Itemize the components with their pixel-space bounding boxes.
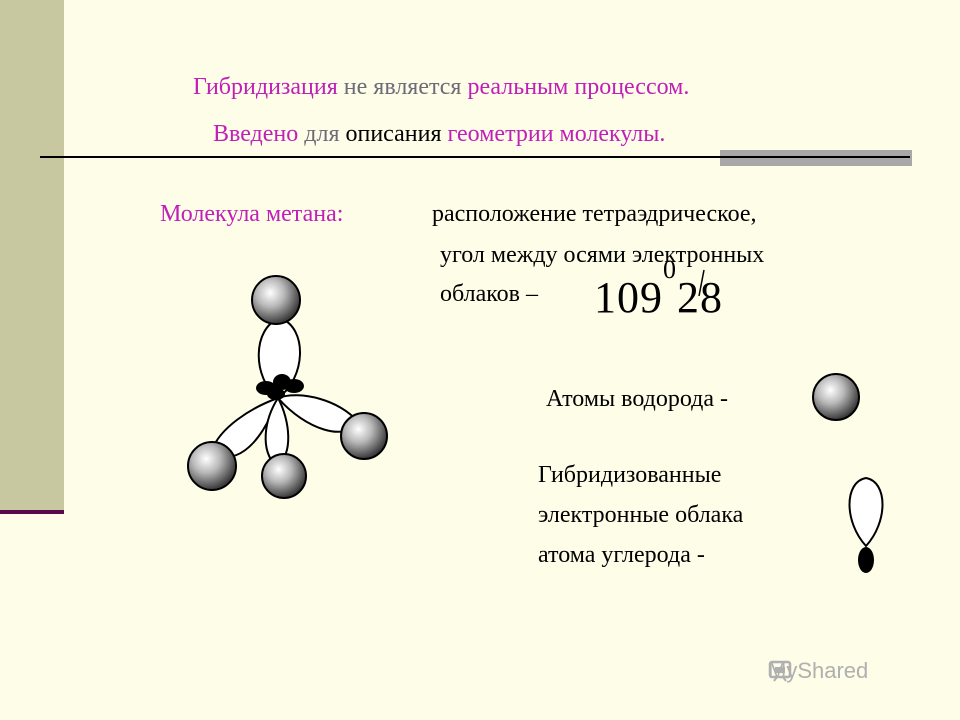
hydrogen-legend-icon (812, 373, 860, 421)
arrangement-text: расположение тетраэдрическое, (432, 201, 757, 227)
watermark: MyShared (768, 658, 868, 684)
hybrid-legend-line-1: Гибридизованные (538, 462, 722, 488)
angle-text-line-2: облаков – (440, 281, 539, 307)
title-divider (40, 156, 910, 158)
bond-angle-minute-mark (698, 269, 705, 297)
title-line-1: Гибридизация не является реальным процес… (193, 74, 689, 100)
hydrogen-atom-left (187, 441, 237, 491)
title-word-molecule-geometry: геометрии молекулы. (447, 121, 666, 147)
carbon-lobe-4 (267, 388, 285, 400)
title-word-real-process: реальным процессом. (467, 74, 690, 100)
title-line-2: Введено для описания геометрии молекулы. (213, 121, 665, 147)
hybrid-legend-line-2: электронные облака (538, 502, 744, 528)
title-rule-shadow (720, 150, 912, 166)
title-word-description: описания (345, 121, 442, 147)
methane-molecule-diagram (187, 275, 388, 499)
bond-angle-value: 109028 (594, 255, 723, 323)
hybrid-legend-line-3: атома углерода - (538, 542, 705, 568)
title-word-for: для (304, 121, 340, 147)
title-word-introduced: Введено (213, 121, 299, 147)
title-word-hybridization: Гибридизация (193, 74, 338, 100)
hybrid-orbital-legend-icon (848, 476, 884, 573)
hydrogen-atom-right (340, 412, 388, 460)
angle-text-line-1: угол между осями электронных (440, 242, 765, 268)
sidebar-decoration (0, 0, 64, 512)
methane-label: Молекула метана: (160, 201, 344, 227)
hydrogen-atom-top (251, 275, 301, 325)
myshared-logo-icon (768, 660, 792, 682)
bond-angle-minutes: 28 (677, 273, 723, 322)
title-word-not-is: не является (343, 74, 462, 100)
bond-angle-degrees: 109 (594, 273, 663, 322)
sidebar-accent-line (0, 510, 64, 514)
bond-angle-degree-mark: 0 (663, 255, 677, 285)
carbon-lobe-3 (284, 379, 304, 393)
hydrogen-legend-label: Атомы водорода - (546, 386, 729, 412)
hydrogen-atom-bottom (261, 453, 307, 499)
